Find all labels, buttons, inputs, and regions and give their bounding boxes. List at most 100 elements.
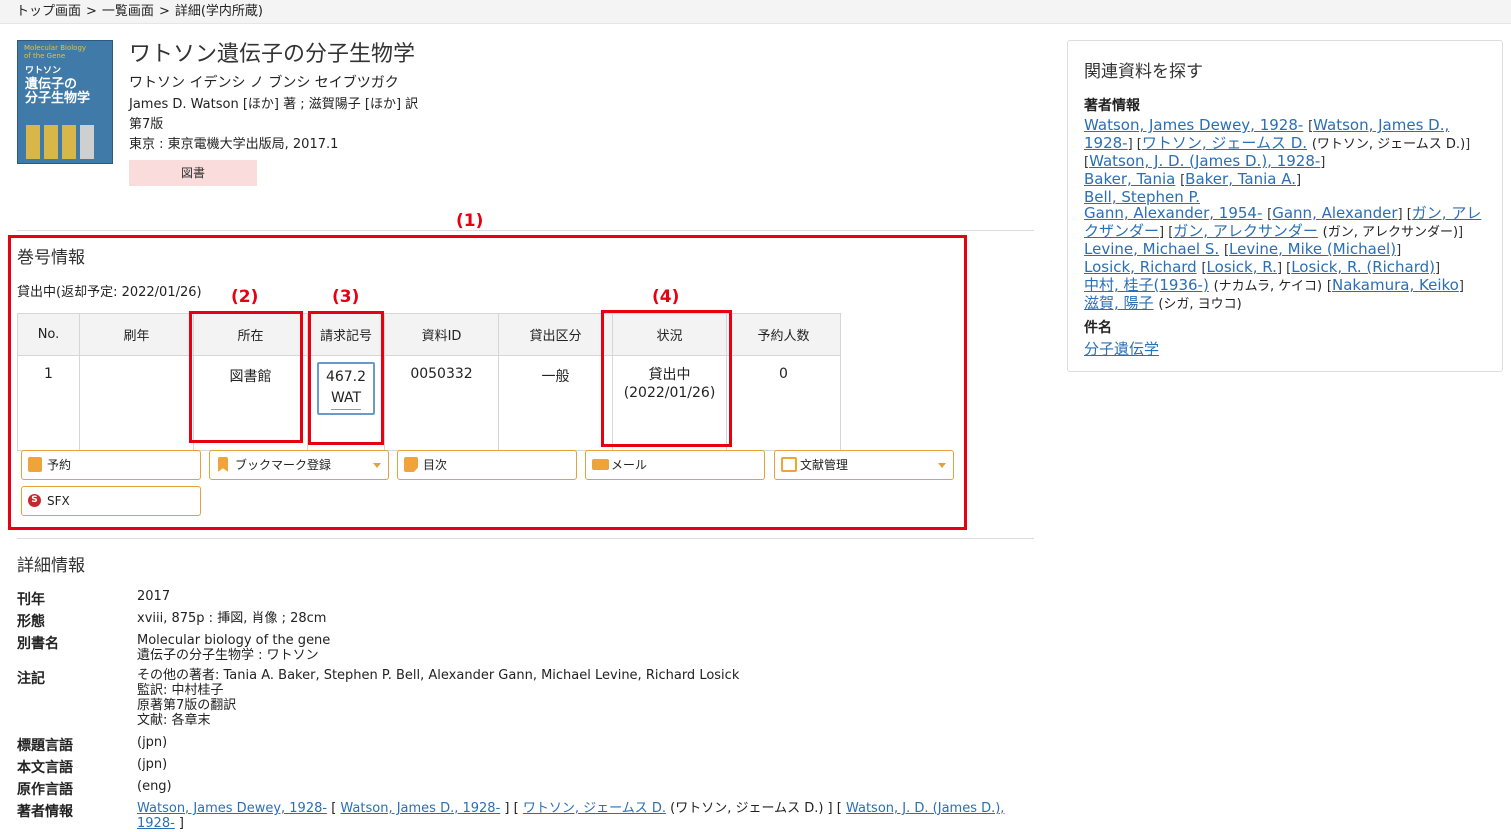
col-no: No. <box>17 313 80 356</box>
sidebar-author-link[interactable]: Losick, R. <box>1206 258 1277 276</box>
detail-value: (jpn) <box>137 735 168 750</box>
author-link[interactable]: Watson, James D., 1928- <box>340 801 501 816</box>
sfx-button[interactable]: S SFX <box>21 486 201 516</box>
cell-item-id: 0050332 <box>384 355 499 451</box>
toc-button[interactable]: 目次 <box>397 450 577 480</box>
material-type-badge: 図書 <box>129 160 257 186</box>
detail-key: 原作言語 <box>17 782 73 798</box>
col-reservations: 予約人数 <box>726 313 841 356</box>
sfx-button-label: SFX <box>47 494 70 508</box>
sidebar-author-link[interactable]: クザンダー <box>1084 222 1160 240</box>
annotation-box-1 <box>8 235 967 530</box>
subject-link[interactable]: 分子遺伝学 <box>1084 340 1160 358</box>
sidebar-author-link[interactable]: Gann, Alexander <box>1272 204 1398 222</box>
detail-value: (jpn) <box>137 757 168 772</box>
author-link[interactable]: Watson, James Dewey, 1928- <box>137 801 328 816</box>
annotation-label-1: (1) <box>456 211 484 231</box>
sidebar-author-link[interactable]: Levine, Michael S. <box>1084 240 1220 258</box>
author-link[interactable]: 1928- <box>137 816 175 831</box>
sidebar-author-link[interactable]: Bell, Stephen P. <box>1084 188 1201 206</box>
bookmark-icon <box>218 457 228 472</box>
sidebar-author-link[interactable]: ガン, アレ <box>1411 204 1482 222</box>
sidebar-author-list: Watson, James Dewey, 1928- [Watson, Jame… <box>1084 116 1482 312</box>
cover-jp-2: 遺伝子の <box>25 77 78 92</box>
detail-key: 刊年 <box>17 592 45 608</box>
detail-key: 注記 <box>17 671 45 687</box>
call-number-label: 467.2 WAT <box>317 362 375 415</box>
detail-value-line: 遺伝子の分子生物学 : ワトソン <box>137 648 319 663</box>
bookmark-button[interactable]: ブックマーク登録 <box>209 450 389 480</box>
sidebar-author-link[interactable]: Watson, James D., <box>1313 116 1450 134</box>
author-link[interactable]: Watson, J. D. (James D.), <box>845 801 1005 816</box>
sidebar-author-link[interactable]: 滋賀, 陽子 <box>1084 294 1154 312</box>
breadcrumb-sep: > <box>86 4 97 19</box>
col-status: 状況 <box>612 313 727 356</box>
sidebar-author-reading: (ガン, アレクサンダー) <box>1322 225 1459 240</box>
holdings-section-title: 巻号情報 <box>17 248 85 268</box>
breadcrumb-top[interactable]: トップ画面 <box>16 4 82 19</box>
sidebar-author-link[interactable]: Losick, R. (Richard) <box>1291 258 1436 276</box>
sidebar-author-link[interactable]: Baker, Tania <box>1084 170 1176 188</box>
annotation-label-4: (4) <box>652 287 680 307</box>
sidebar-author-link[interactable]: Watson, James Dewey, 1928- <box>1084 116 1304 134</box>
loan-status-line: 貸出中(返却予定: 2022/01/26) <box>17 285 202 300</box>
col-item-id: 資料ID <box>384 313 499 356</box>
detail-key: 標題言語 <box>17 738 73 754</box>
details-section-title: 詳細情報 <box>17 556 85 576</box>
reference-manager-button[interactable]: 文献管理 <box>774 450 954 480</box>
col-call-number: 請求記号 <box>307 313 385 356</box>
breadcrumb-list[interactable]: 一覧画面 <box>101 4 154 19</box>
holdings-table: No. 刷年 所在 請求記号 資料ID 貸出区分 状況 予約人数 1 図書館 4… <box>17 313 841 451</box>
detail-value: xviii, 875p : 挿図, 肖像 ; 28cm <box>137 611 327 626</box>
book-icon <box>28 457 42 472</box>
sidebar-author-link[interactable]: 1928- <box>1084 134 1128 152</box>
breadcrumb-sep: > <box>158 4 170 19</box>
sidebar-author-reading: (ナカムラ, ケイコ) <box>1213 279 1323 294</box>
upload-icon <box>781 457 797 472</box>
cover-en-2: of the Gene <box>24 52 66 60</box>
sidebar-author-link[interactable]: ガン, アレクサンダー <box>1173 222 1318 240</box>
cell-print-year <box>79 355 194 451</box>
bookmark-button-label: ブックマーク登録 <box>235 458 332 472</box>
sidebar-author-link[interactable]: Losick, Richard <box>1084 258 1197 276</box>
divider <box>17 538 1034 539</box>
sidebar-author-reading: (シガ, ヨウコ) <box>1158 297 1242 312</box>
detail-key: 著者情報 <box>17 804 73 820</box>
related-panel-title: 関連資料を探す <box>1084 62 1203 82</box>
author-link[interactable]: ワトソン, ジェームス D. <box>522 801 666 816</box>
author-reading: (ワトソン, ジェームス D.) <box>670 801 824 816</box>
mail-button[interactable]: メール <box>585 450 765 480</box>
detail-value-line: その他の著者: Tania A. Baker, Stephen P. Bell,… <box>137 668 740 683</box>
sidebar-author-link[interactable]: ワトソン, ジェームス D. <box>1141 134 1308 152</box>
sidebar-author-link[interactable]: Baker, Tania A. <box>1185 170 1297 188</box>
table-row: 1 図書館 467.2 WAT 0050332 一般 貸出中 (2022/01/… <box>17 355 841 451</box>
toc-button-label: 目次 <box>423 458 448 472</box>
holdings-header-row: No. 刷年 所在 請求記号 資料ID 貸出区分 状況 予約人数 <box>17 313 841 356</box>
cell-call-number: 467.2 WAT <box>307 355 385 451</box>
sidebar-author-link[interactable]: Watson, J. D. (James D.), 1928- <box>1089 152 1321 170</box>
cell-no: 1 <box>17 355 80 451</box>
col-loan-type: 貸出区分 <box>498 313 613 356</box>
reserve-button[interactable]: 予約 <box>21 450 201 480</box>
detail-key: 本文言語 <box>17 760 73 776</box>
sidebar-author-link[interactable]: Nakamura, Keiko <box>1331 276 1459 294</box>
note-icon <box>404 457 418 472</box>
detail-value-line: Molecular biology of the gene <box>137 633 331 648</box>
detail-key: 形態 <box>17 614 45 630</box>
sidebar-author-link[interactable]: 中村, 桂子(1936-) <box>1084 276 1209 294</box>
cell-loan-type: 一般 <box>498 355 613 451</box>
book-authors: James D. Watson [ほか] 著 ; 滋賀陽子 [ほか] 訳 <box>129 97 419 112</box>
sidebar-author-link[interactable]: Gann, Alexander, 1954- <box>1084 204 1263 222</box>
book-title: ワトソン遺伝子の分子生物学 <box>129 42 416 67</box>
annotation-label-2: (2) <box>231 287 259 307</box>
status-due-date: (2022/01/26) <box>623 385 716 401</box>
sidebar-author-link[interactable]: Levine, Mike (Michael) <box>1229 240 1397 258</box>
breadcrumb-current: 詳細(学内所蔵) <box>174 4 263 19</box>
cell-reservations: 0 <box>726 355 841 451</box>
breadcrumb: トップ画面 > 一覧画面 > 詳細(学内所蔵) <box>0 0 1511 24</box>
sfx-icon: S <box>28 494 41 507</box>
chevron-down-icon <box>373 463 381 468</box>
annotation-box-2 <box>189 311 303 443</box>
book-reading: ワトソン イデンシ ノ ブンシ セイブツガク <box>129 75 399 91</box>
